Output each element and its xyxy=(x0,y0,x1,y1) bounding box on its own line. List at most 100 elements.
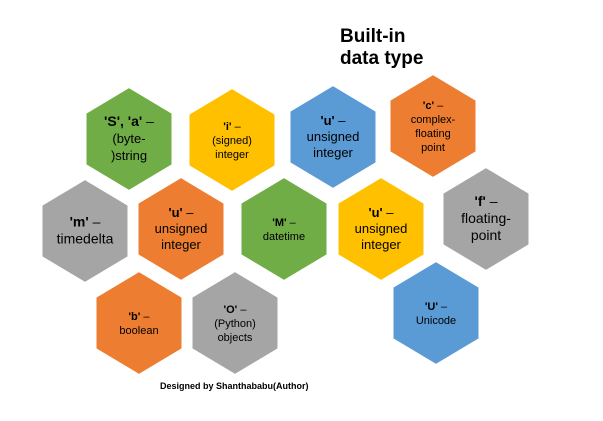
hexagon-label-line: point xyxy=(421,142,445,154)
hexagon-label-line: 'M' – xyxy=(272,217,296,229)
hexagon-label-line: 'u' – xyxy=(169,205,195,220)
hexagon-label-line: 'm' – xyxy=(70,214,101,230)
type-code: 'M' xyxy=(272,217,287,229)
type-description: Unicode xyxy=(416,315,456,327)
hexagon-floating-point: 'f' –floating-point xyxy=(441,165,531,273)
hexagon-shape xyxy=(94,269,184,377)
type-dash: – xyxy=(486,193,498,209)
type-code: 'f' xyxy=(474,193,485,209)
hexagon-label-line: integer xyxy=(313,145,353,160)
type-description: datetime xyxy=(263,231,305,243)
hexagon-label-line: (signed) xyxy=(212,135,252,147)
type-description: integer xyxy=(361,237,401,252)
type-description: (Python) xyxy=(214,318,256,330)
title-line-1: Built-in xyxy=(340,26,406,47)
type-code: 'O' xyxy=(224,304,238,316)
type-description: )string xyxy=(111,148,147,163)
hexagon-shape xyxy=(136,175,226,283)
type-description: integer xyxy=(313,145,353,160)
hexagon-label-line: 'b' – xyxy=(128,311,150,323)
hexagon-shape xyxy=(388,72,478,180)
type-description: floating- xyxy=(461,210,511,226)
hexagon-label-line: unsigned xyxy=(307,129,360,144)
hexagon-signed-integer: 'i' – (signed) integer xyxy=(187,86,277,194)
hexagon-label-line: boolean xyxy=(119,325,158,337)
type-code: 'U' xyxy=(425,301,439,313)
type-dash: – xyxy=(438,301,448,313)
type-code: 'm' xyxy=(70,214,89,230)
type-description: integer xyxy=(161,237,201,252)
type-description: point xyxy=(421,142,445,154)
type-dash: – xyxy=(140,311,150,323)
hexagon-label-line: 'i' – xyxy=(223,121,241,133)
type-dash: – xyxy=(89,214,101,230)
author-credit: Designed by Shanthababu(Author) xyxy=(160,381,309,391)
type-dash: – xyxy=(335,113,347,128)
type-code: 'S', 'a' xyxy=(104,113,142,129)
hexagon-shape xyxy=(336,175,426,283)
type-description: boolean xyxy=(119,325,158,337)
diagram-title: Built-in data type xyxy=(340,26,423,70)
hexagon-label-line: datetime xyxy=(263,231,305,243)
type-description: unsigned xyxy=(307,129,360,144)
hexagon-label-line: unsigned xyxy=(355,221,408,236)
hexagon-label-line: integer xyxy=(361,237,401,252)
hexagon-label-line: point xyxy=(471,227,501,243)
type-description: complex- xyxy=(411,114,456,126)
hexagon-label-line: complex- xyxy=(411,114,456,126)
type-description: (byte- xyxy=(112,131,145,146)
type-description: (signed) xyxy=(212,135,252,147)
hexagon-shape xyxy=(190,269,280,377)
hexagon-shape xyxy=(441,165,531,273)
type-description: integer xyxy=(215,149,249,161)
hexagon-shape xyxy=(391,259,481,367)
hexagon-datetime: 'M' – datetime xyxy=(239,175,329,283)
hexagon-label-line: 'c' – xyxy=(423,100,444,112)
type-code: 'u' xyxy=(321,113,335,128)
type-dash: – xyxy=(232,121,242,133)
type-dash: – xyxy=(383,205,395,220)
type-dash: – xyxy=(142,113,154,129)
type-description: floating xyxy=(415,128,450,140)
type-dash: – xyxy=(237,304,247,316)
type-description: unsigned xyxy=(155,221,208,236)
hexagon-shape xyxy=(84,85,174,193)
hexagon-label-line: integer xyxy=(161,237,201,252)
hexagon-label-line: )string xyxy=(111,148,147,163)
hexagon-label-line: Unicode xyxy=(416,315,456,327)
type-dash: – xyxy=(287,217,297,229)
hexagon-unicode: 'U' – Unicode xyxy=(391,259,481,367)
hexagon-label-line: 'u' – xyxy=(321,113,347,128)
hexagon-label-line: timedelta xyxy=(57,231,114,247)
hexagon-label-line: (Python) xyxy=(214,318,256,330)
hexagon-label-line: floating xyxy=(415,128,450,140)
hexagon-complex-floating-point: 'c' – complex-floating point xyxy=(388,72,478,180)
hexagon-shape xyxy=(40,177,130,285)
title-line-2: data type xyxy=(340,48,424,69)
hexagon-label-line: 'S', 'a' – xyxy=(104,113,154,129)
hexagon-shape xyxy=(288,83,378,191)
type-description: objects xyxy=(218,332,253,344)
hexagon-label-line: floating- xyxy=(461,210,511,226)
type-code: 'u' xyxy=(169,205,183,220)
type-description: unsigned xyxy=(355,221,408,236)
hexagon-label-line: 'U' – xyxy=(425,301,448,313)
type-code: 'c' xyxy=(423,100,435,112)
hexagon-timedelta: 'm' –timedelta xyxy=(40,177,130,285)
hexagon-shape xyxy=(239,175,329,283)
hexagon-python-objects: 'O' – (Python) objects xyxy=(190,269,280,377)
type-code: 'b' xyxy=(128,311,140,323)
hexagon-shape xyxy=(187,86,277,194)
type-dash: – xyxy=(434,100,444,112)
hexagon-boolean: 'b' – boolean xyxy=(94,269,184,377)
type-description: point xyxy=(471,227,501,243)
hexagon-label-line: 'O' – xyxy=(224,304,248,316)
hexagon-label-line: (byte- xyxy=(112,131,145,146)
type-dash: – xyxy=(183,205,195,220)
hexagon-bytestring: 'S', 'a' – (byte- )string xyxy=(84,85,174,193)
